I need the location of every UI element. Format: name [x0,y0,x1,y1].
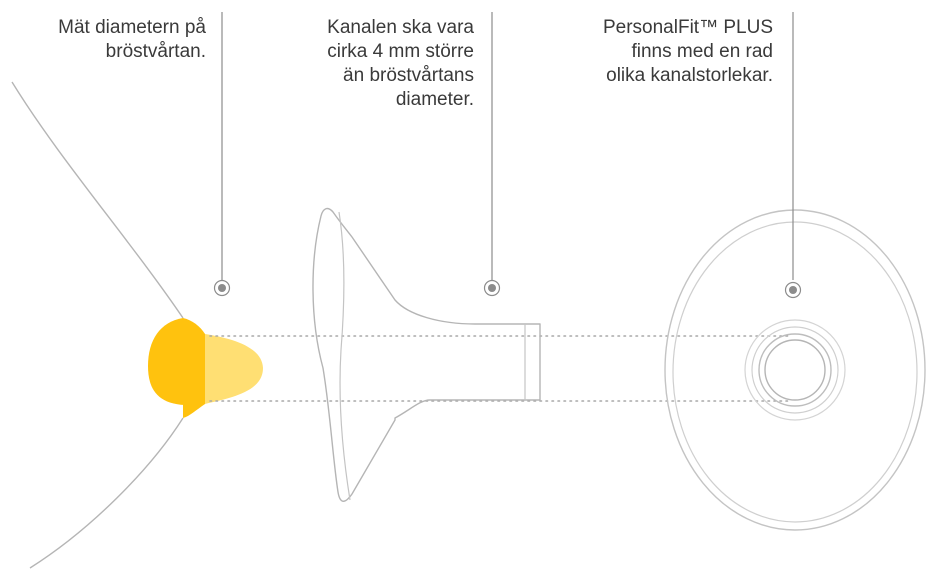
breast-outline-lower [29,417,184,569]
tunnel-size-ring-small [758,333,832,407]
breastshield-funnel-rim [338,211,351,501]
callout-line: PersonalFit™ PLUS [602,17,773,38]
leader-dot-3 [784,281,802,299]
nipple-shape [205,334,263,404]
callout-line: än bröstvårtans [343,65,474,86]
callout-line: Kanalen ska vara [327,17,474,38]
breastshield-front-inner [672,221,918,523]
callout-tunnel-size: Kanalen ska vara cirka 4 mm större än br… [327,16,474,112]
callout-line: bröstvårtan. [105,41,206,62]
tunnel-size-ring-medium [751,326,839,414]
tunnel-opening [764,339,826,401]
callout-line: Mät diametern på [58,17,206,38]
callout-personalfit-sizes: PersonalFit™ PLUS finns med en rad olika… [603,16,773,88]
callout-line: diameter. [395,89,474,110]
breastshield-front-outer [664,209,926,531]
callout-measure-nipple: Mät diametern på bröstvårtan. [58,16,206,64]
leader-dot-1 [213,279,231,297]
tunnel-size-ring-large [744,319,846,421]
callout-line: olika kanalstorlekar. [606,65,773,86]
leader-dot-2 [483,279,501,297]
callout-line: cirka 4 mm större [327,41,474,62]
areola-lower-shape [183,318,205,418]
breast-outline-upper [11,81,184,319]
breastshield-funnel-outline [312,207,541,502]
callout-line: finns med en rad [631,41,773,62]
